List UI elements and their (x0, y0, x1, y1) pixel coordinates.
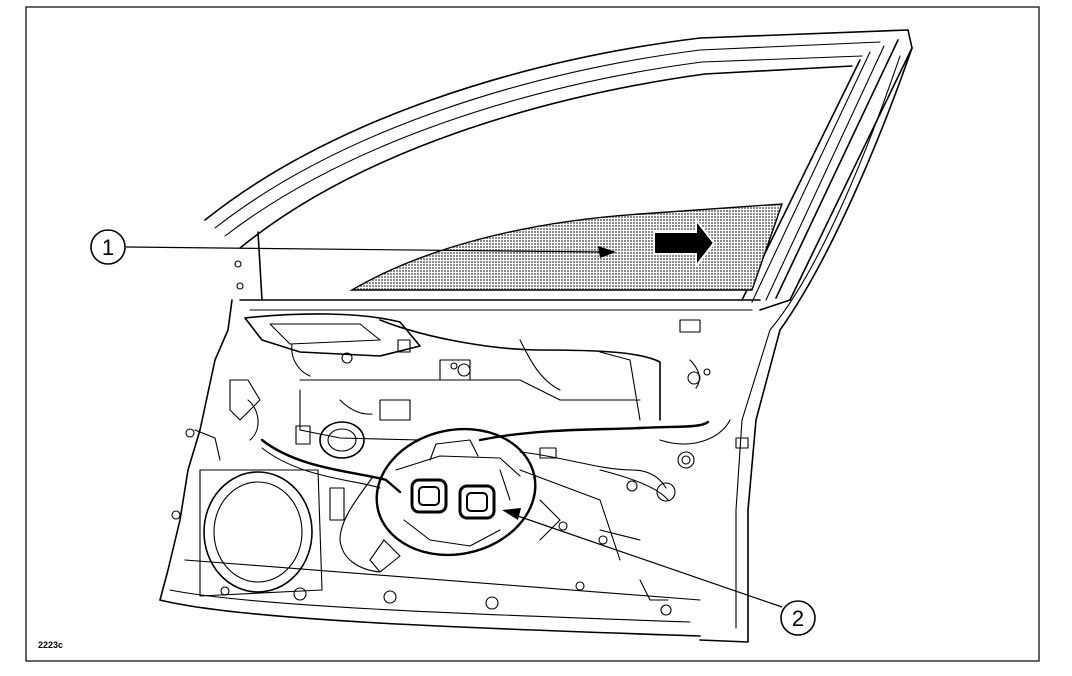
window-switch-left (410, 478, 448, 514)
inner-panel (171, 260, 749, 616)
leader-line-2 (511, 513, 783, 608)
leader-arrowhead-1 (598, 246, 616, 258)
leader-arrowhead-2 (502, 508, 521, 520)
callout-2-label: 2 (792, 606, 804, 631)
reference-code: 2223c (38, 640, 63, 650)
leader-line-1 (125, 246, 605, 253)
callout-1: 1 (90, 229, 126, 265)
switch-area (375, 427, 537, 557)
window-frame (204, 29, 913, 311)
window-switch-right (458, 484, 496, 520)
speaker (199, 469, 323, 597)
window-glass (349, 203, 784, 291)
callout-2: 2 (780, 600, 816, 636)
door-shell (159, 47, 913, 643)
wiring-harness (260, 420, 710, 573)
callout-1-label: 1 (102, 235, 114, 260)
figure-frame (25, 6, 1040, 662)
direction-arrow-icon (653, 217, 716, 269)
motor-housing (295, 421, 365, 459)
